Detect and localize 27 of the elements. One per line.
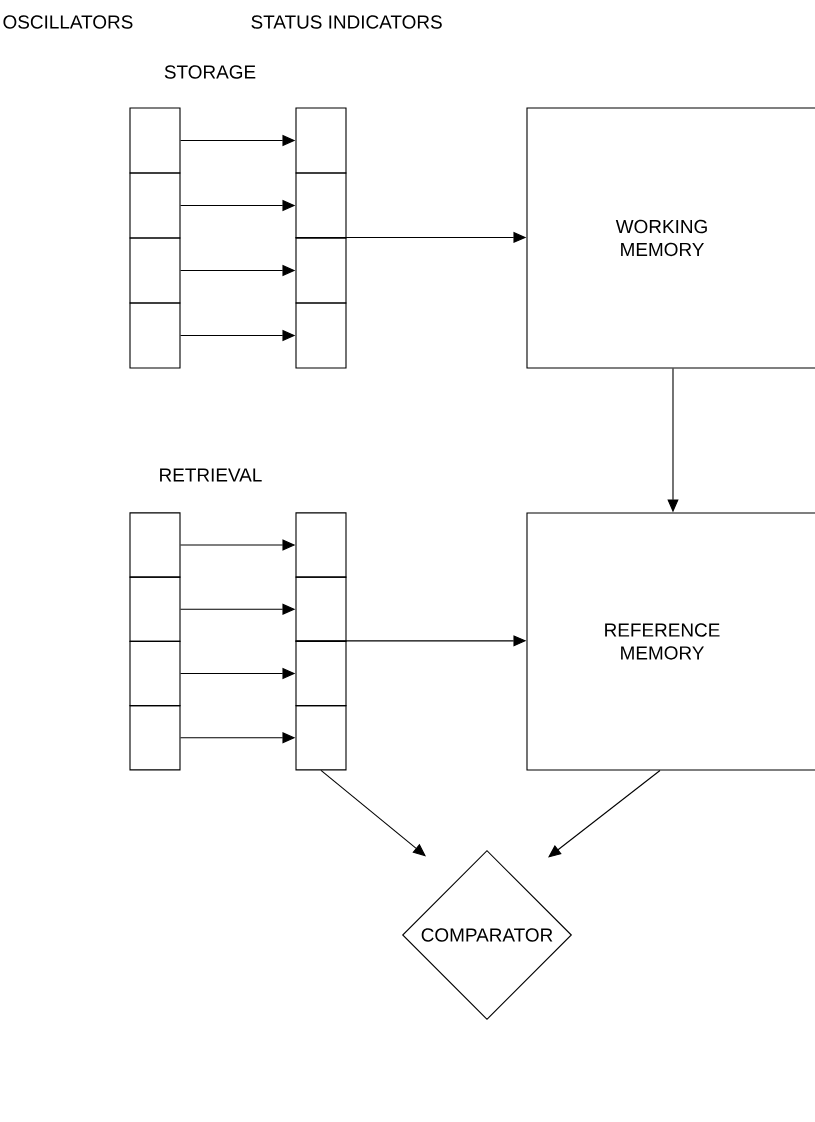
storage-cell [295,237,347,304]
storage-cell [129,705,181,771]
storage-cell [129,640,181,707]
storage-cell [295,512,347,578]
memory-box [526,107,815,369]
column-heading: STATUS INDICATORS [251,15,442,29]
storage-cell [129,512,181,578]
node-text: COMPARATOR [421,928,553,942]
storage-cell [295,576,347,642]
memory-box [526,512,815,771]
storage-cell [129,302,181,369]
storage-cell [295,302,347,369]
arrow [320,769,426,857]
node-text: REFERENCE MEMORY [605,623,720,660]
storage-cell [129,237,181,304]
column-heading: OSCILLATORS [3,15,133,29]
storage-cell [129,107,181,174]
arrow [548,770,661,858]
column-heading: STORAGE [164,65,256,79]
storage-cell [295,705,347,771]
storage-cell [129,172,181,239]
node-text: WORKING MEMORY [615,219,707,257]
storage-cell [295,107,347,174]
column-heading: RETRIEVAL [160,468,262,482]
storage-cell [295,640,347,707]
storage-cell [129,576,181,642]
storage-cell [295,172,347,239]
